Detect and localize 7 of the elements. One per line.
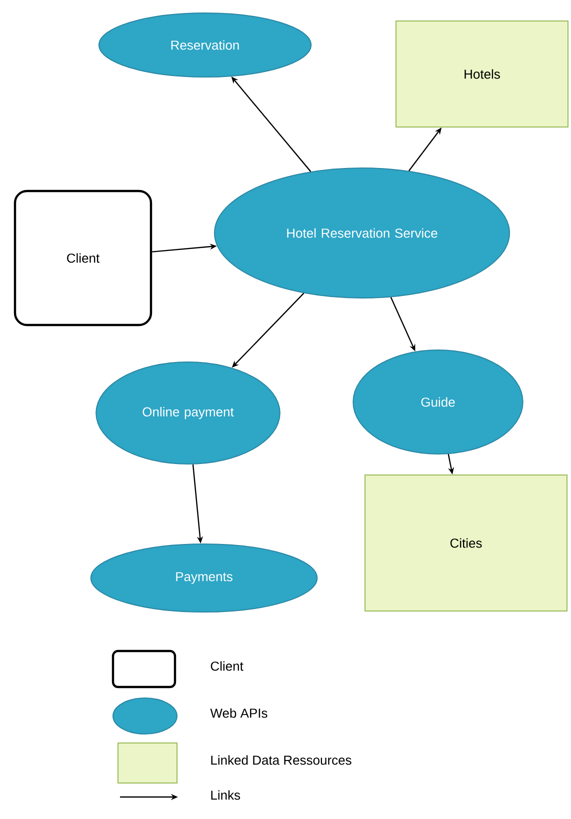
client-box: Client bbox=[14, 190, 152, 326]
legend-label: Links bbox=[211, 790, 240, 800]
legend-label: Client bbox=[210, 661, 244, 671]
legend-label: Linked Data Ressources bbox=[211, 755, 352, 765]
resource-box: Cities bbox=[364, 474, 568, 612]
resource-box: Hotels bbox=[396, 20, 568, 128]
legend-label: Web APIs bbox=[210, 708, 268, 718]
